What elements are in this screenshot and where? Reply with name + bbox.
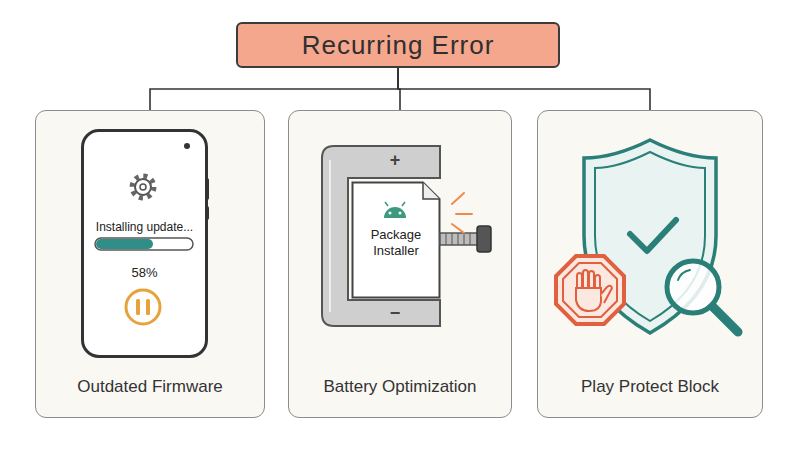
category-panel: Package InstallerBattery Optimization: [288, 110, 512, 418]
panel-label: Battery Optimization: [289, 377, 511, 397]
category-panel: Installing update... 58% Outdated Firmware: [35, 110, 265, 418]
file-fold: [423, 183, 440, 200]
category-panel: Play Protect Block: [537, 110, 763, 418]
phone-screen: Installing update... 58%: [81, 129, 208, 358]
file-document: Package Installer: [351, 181, 441, 299]
tree-connector: [150, 68, 398, 110]
node-text: 58%: [84, 265, 205, 280]
tree-connector: [398, 68, 650, 110]
panel-label: Play Protect Block: [538, 377, 762, 397]
title-text: Recurring Error: [302, 30, 495, 61]
tree-connector: [398, 68, 400, 110]
title-box: Recurring Error: [236, 22, 560, 68]
node-text: Package Installer: [351, 227, 441, 259]
node-text: Installing update...: [84, 220, 205, 234]
panel-label: Outdated Firmware: [36, 377, 264, 397]
